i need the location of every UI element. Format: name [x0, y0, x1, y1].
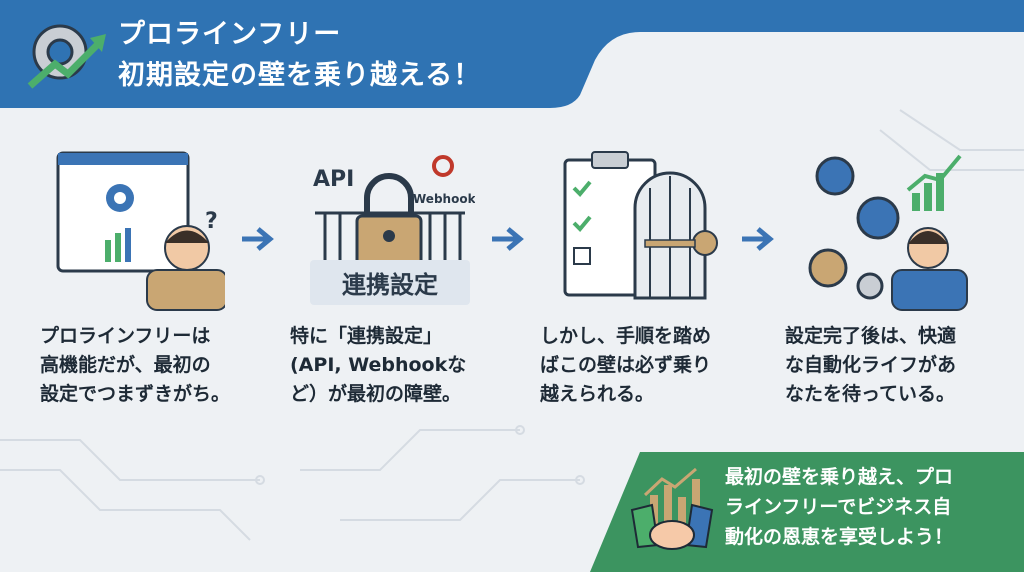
api-label: API [313, 167, 354, 192]
step-4-text: 設定完了後は、快適 な自動化ライフがあ なたを待っている。 [785, 325, 957, 405]
arrow-right-icon [242, 227, 274, 251]
circuit-pattern [0, 109, 1024, 541]
step-1-text: プロラインフリーは 高機能だが、最初の 設定でつまずきがち。 [40, 325, 231, 405]
automation-gears-user-icon [808, 154, 968, 311]
dashboard-confused-user-icon: ? [56, 151, 225, 311]
step-3-text: しかし、手順を踏め ばこの壁は必ず乗り 越えられる。 [540, 325, 712, 405]
locked-gate-integration-icon: 連携設定 API Webhook [310, 155, 475, 305]
handshake-growth-icon [630, 467, 714, 550]
cta-message: 最初の壁を乗り越え、プロ ラインフリーでビジネス自 動化の恩恵を享受しよう！ [725, 466, 954, 548]
integration-sign-label: 連携設定 [342, 271, 438, 299]
webhook-label: Webhook [413, 192, 475, 206]
step-2-text: 特に「連携設定」 (API, Webhookな ど）が最初の障壁。 [290, 325, 467, 405]
title-line-1: プロラインフリー [118, 19, 342, 50]
page-title: プロラインフリー 初期設定の壁を乗り越える！ [118, 14, 481, 96]
arrow-right-icon [742, 227, 774, 251]
header-banner [0, 0, 1024, 108]
title-line-2: 初期設定の壁を乗り越える！ [118, 60, 482, 91]
checklist-key-gate-icon [563, 151, 718, 300]
svg-text:?: ? [205, 209, 218, 234]
arrow-right-icon [492, 227, 524, 251]
gear-growth-logo-icon [27, 24, 106, 89]
